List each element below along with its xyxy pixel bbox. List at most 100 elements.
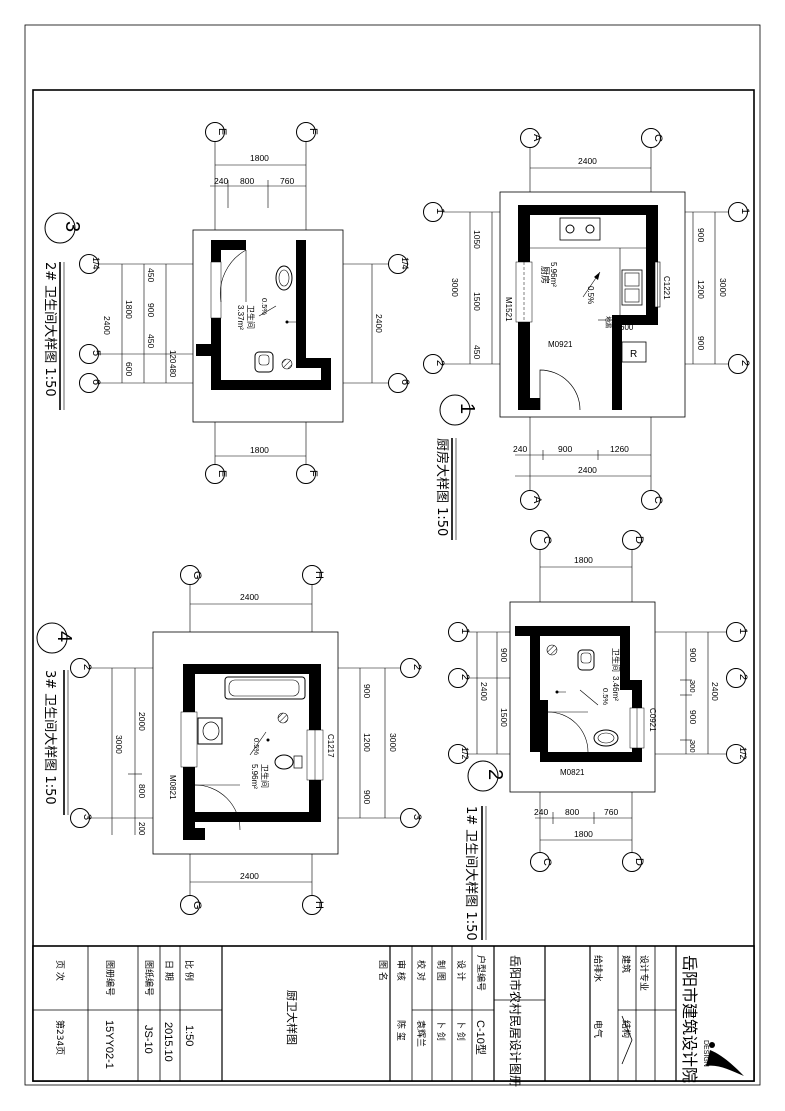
kitchen-door-label: M0921 xyxy=(548,340,573,349)
bath2-dim-left-450b: 450 xyxy=(146,334,156,348)
bath1-dim-bottom-760: 760 xyxy=(604,807,618,817)
bath1-dim-right-900b: 900 xyxy=(688,710,698,724)
page-label: 页 次 xyxy=(54,960,66,981)
axis-1-4-left: 1/4 xyxy=(91,257,101,270)
axis-c-bottom: C xyxy=(652,496,664,504)
axis-1-right: 1 xyxy=(739,208,751,214)
bath2-dim-top-760: 760 xyxy=(280,176,294,186)
bath2-plan-number: 3 xyxy=(61,221,83,232)
kitchen-dim-left-3000: 3000 xyxy=(450,278,460,297)
bath1-dim-bottom-800: 800 xyxy=(565,807,579,817)
atlas-no-value: 15YY02-1 xyxy=(103,1020,115,1069)
axis-h-bottom: H xyxy=(313,901,325,909)
design-name: 卜 剑 xyxy=(455,1020,467,1041)
axis-c-bottom-b1: C xyxy=(541,858,553,866)
axis-a-top: A xyxy=(531,134,543,142)
scale-label: 比 例 xyxy=(183,960,195,981)
institute-name: 岳阳市建筑设计院 xyxy=(680,955,699,1083)
bath3-dim-right-900b: 900 xyxy=(362,790,372,804)
bath1-dim-left-2400: 2400 xyxy=(479,682,489,701)
axis-5-left: 5 xyxy=(90,350,102,356)
atlas-no-label: 图册编号 xyxy=(104,960,116,996)
kitchen-dim-right-1200: 1200 xyxy=(696,280,706,299)
bath3-dim-left-2000: 2000 xyxy=(137,712,147,731)
bath1-door-label: M0821 xyxy=(560,768,585,777)
axis-f-top: F xyxy=(307,128,319,135)
axis-h-top: H xyxy=(313,571,325,579)
drawing-title-value: 厨卫大样图 xyxy=(285,990,299,1045)
bath1-dim-right-300: 300 xyxy=(688,680,697,693)
kitchen-slope: 0.5% xyxy=(586,286,595,304)
bath3-dim-top-2400: 2400 xyxy=(240,592,259,602)
axis-e-bottom: E xyxy=(216,470,228,477)
structure-label: 结构 xyxy=(620,1020,632,1038)
bath1-plan-number: 2 xyxy=(484,769,506,780)
unit-type-label: 户型编号 xyxy=(475,955,487,991)
water-label: 给排水 xyxy=(592,955,604,982)
bath1-room-area: 3.46m² xyxy=(611,676,620,701)
axis-3-left-b3: 3 xyxy=(81,814,93,820)
plan-bathroom-3: 0.5% 卫生间 5.96m² M0821 C1217 G H 2400 G H… xyxy=(36,565,423,915)
bath3-room-area: 5.96m² xyxy=(250,764,259,789)
bath1-dim-right-300b: 300 xyxy=(688,740,697,753)
logo-text: DESIGN xyxy=(702,1040,709,1067)
review-name: 陈 玺 xyxy=(395,1020,407,1041)
design-label: 设 计 xyxy=(455,960,467,981)
kitchen-plan-number: 1 xyxy=(456,403,478,414)
bath2-dim-left-480: 480 xyxy=(168,364,177,378)
bath1-dim-left-1500: 1500 xyxy=(499,708,509,727)
kitchen-room-area: 5.96m² xyxy=(549,262,558,287)
bath1-dim-right-2400: 2400 xyxy=(710,682,720,701)
kitchen-window-label: C1221 xyxy=(662,276,671,300)
bath1-plan-title: 1# 卫生间大样图 1:50 xyxy=(463,806,478,941)
kitchen-dim-right-900: 900 xyxy=(696,228,706,242)
bath2-dim-left-2400: 2400 xyxy=(102,316,112,335)
bath2-dim-left-450: 450 xyxy=(146,268,156,282)
fridge-label: R xyxy=(630,349,637,360)
axis-2-right-b3: 2 xyxy=(411,664,423,670)
bath3-plan-number: 4 xyxy=(53,631,75,642)
axis-e-top: E xyxy=(216,128,228,135)
bath2-slope: 0.5% xyxy=(260,298,269,315)
kitchen-room-name: 厨房 xyxy=(539,266,551,284)
axis-1-2-left-b1: 1/2 xyxy=(460,747,470,760)
axis-d-top-b1: D xyxy=(633,536,645,544)
kitchen-dim-left-450: 450 xyxy=(472,345,482,359)
plan-bathroom-2: 0.5% 卫生间 3.37m² E F 1800 240 800 760 E F… xyxy=(42,122,411,484)
sheet-no-value: JS-10 xyxy=(142,1025,154,1054)
axis-3-right-b3: 3 xyxy=(411,814,423,820)
plan-kitchen: R 厨房 5.96m² 0.5% M1521 C1221 M0921 600 地… xyxy=(423,128,751,540)
outer-border xyxy=(24,24,761,1086)
axis-c-top-b1: C xyxy=(541,536,553,544)
kitchen-plan-title: 厨房大样图 1:50 xyxy=(434,438,450,536)
kitchen-dim-bottom-900: 900 xyxy=(558,444,572,454)
kitchen-opening-label: M1521 xyxy=(504,297,513,322)
kitchen-dim-bottom-1260: 1260 xyxy=(610,444,629,454)
check-name: 袁辉兰 xyxy=(415,1020,427,1047)
axis-2-left-b3: 2 xyxy=(81,664,93,670)
kitchen-dim-right-3000: 3000 xyxy=(718,278,728,297)
axis-f-bottom: F xyxy=(307,470,319,477)
sheet-no-label: 图纸编号 xyxy=(143,960,155,996)
bath2-dim-left-600: 600 xyxy=(124,362,134,376)
kitchen-counter-dim: 600 xyxy=(620,323,634,332)
bath3-slope: 0.5% xyxy=(252,738,261,755)
bath3-dim-right-1200: 1200 xyxy=(362,733,372,752)
bath2-plan-title: 2# 卫生间大样图 1:50 xyxy=(42,262,57,397)
bath3-dim-right-900: 900 xyxy=(362,684,372,698)
axis-6-right: 6 xyxy=(399,379,411,385)
bath3-dim-right-3000: 3000 xyxy=(388,733,398,752)
electrical-label: 电气 xyxy=(592,1020,604,1038)
plan-bathroom-1: 0.5% 卫生间 3.46m² M0821 C0921 C D 1800 C D… xyxy=(448,530,749,941)
axis-6-left: 6 xyxy=(90,379,102,385)
bath1-dim-left-900: 900 xyxy=(499,648,509,662)
drawing-name: 卜 剑 xyxy=(435,1020,447,1041)
kitchen-drain-mark: 地漏 xyxy=(604,316,612,328)
bath1-dim-right-900: 900 xyxy=(688,648,698,662)
bath3-dim-bottom-2400: 2400 xyxy=(240,871,259,881)
axis-2-right: 2 xyxy=(739,360,751,366)
bath2-dim-left-900: 900 xyxy=(146,303,156,317)
bath1-dim-bottom-1800: 1800 xyxy=(574,829,593,839)
kitchen-dim-right-900b: 900 xyxy=(696,336,706,350)
bath2-dim-top-1800: 1800 xyxy=(250,153,269,163)
